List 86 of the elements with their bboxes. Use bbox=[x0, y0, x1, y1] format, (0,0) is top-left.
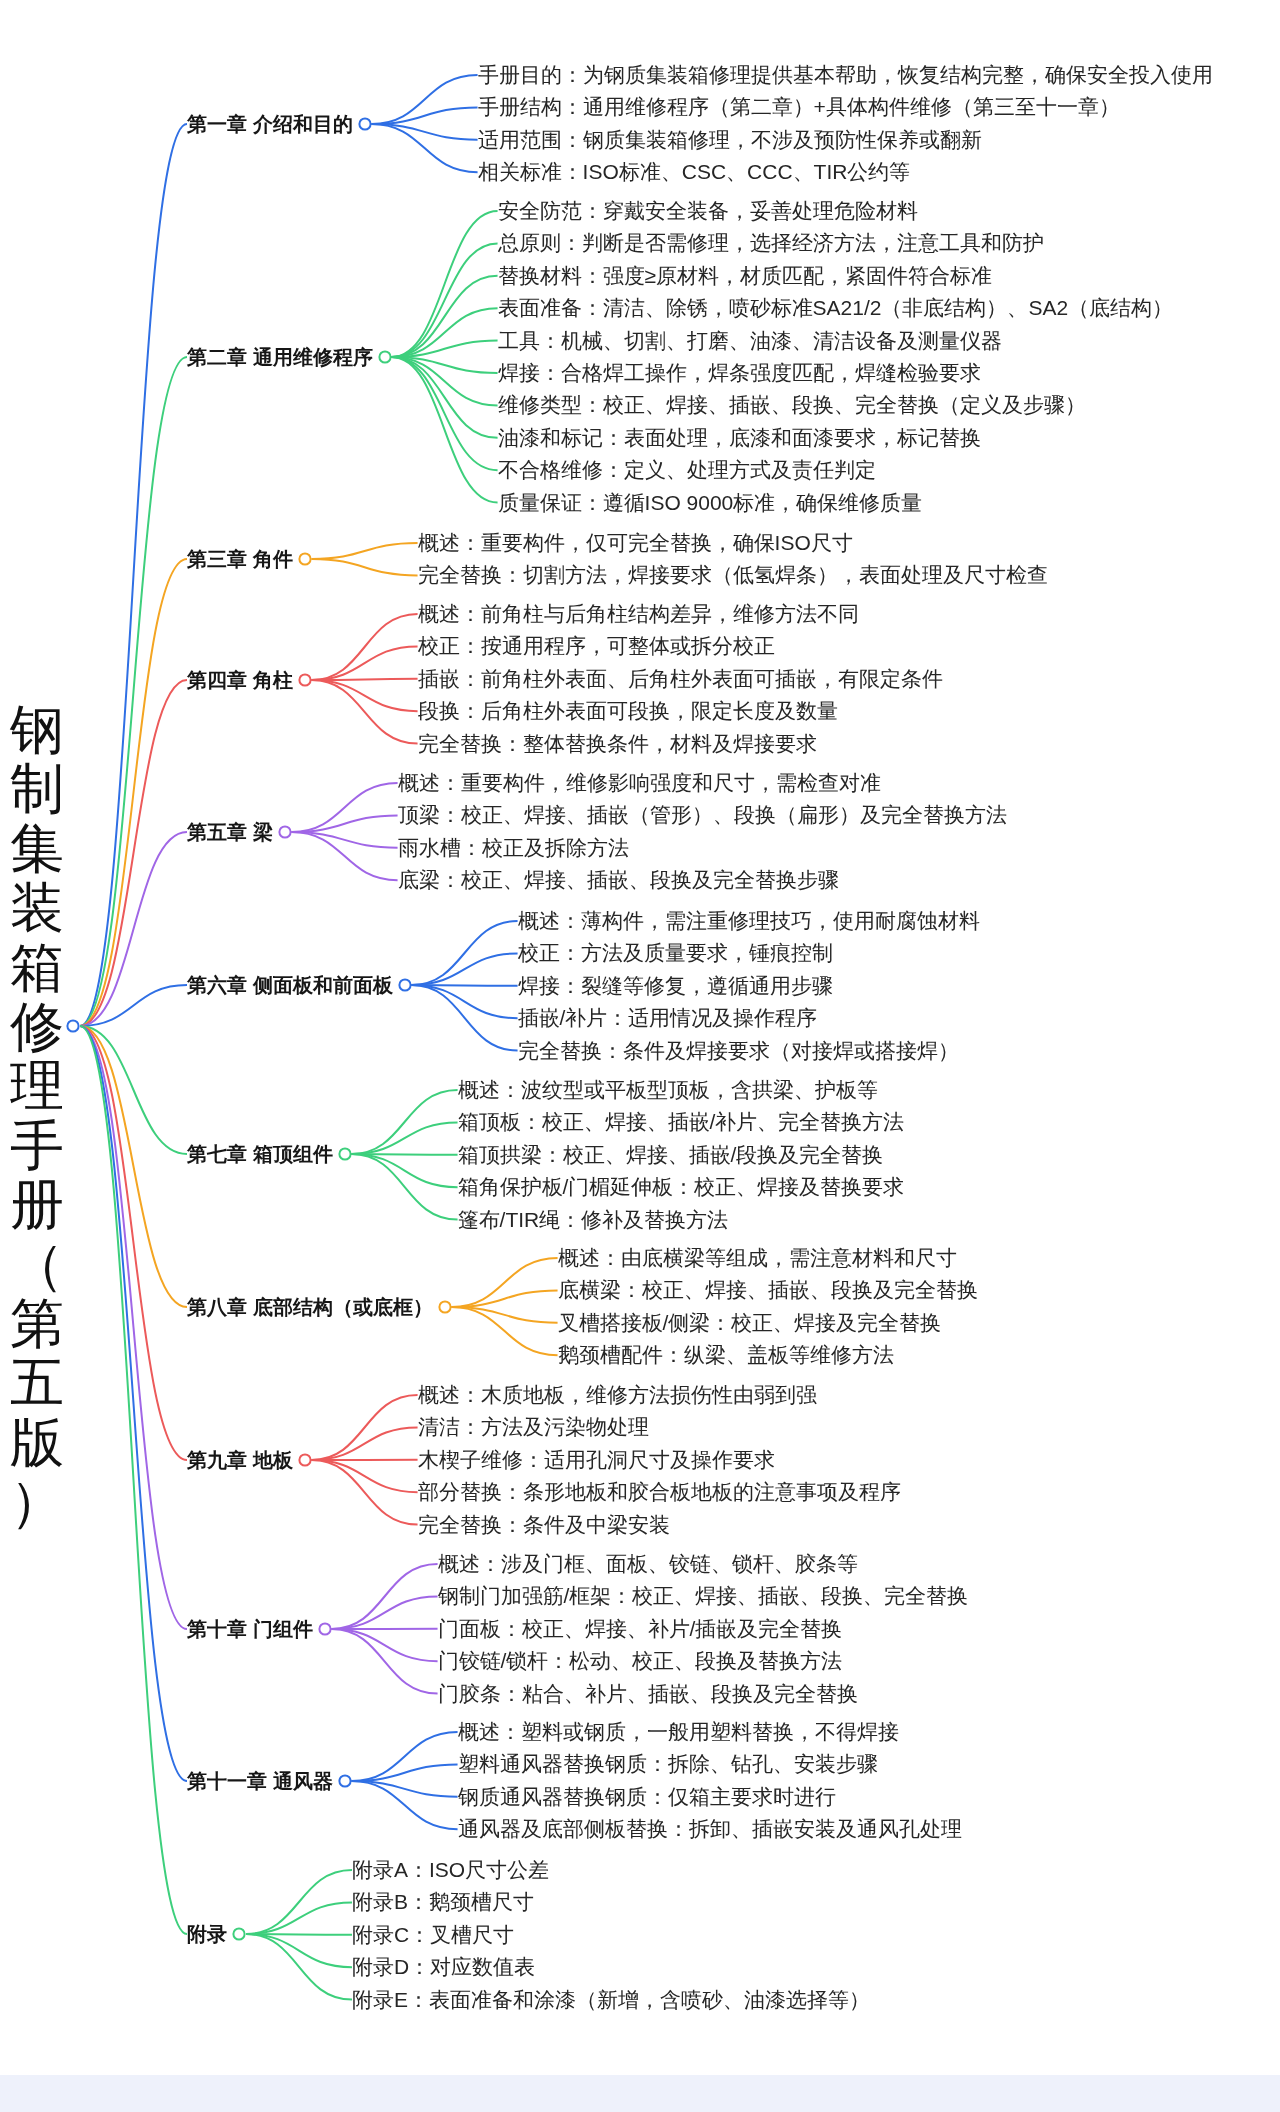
branch-line bbox=[310, 558, 419, 577]
subtopic-text: 附录B：鹅颈槽尺寸 bbox=[352, 1889, 534, 1916]
map-title: 钢制集装箱修理手册（第五版） bbox=[10, 700, 64, 1532]
chapter-heading: 第六章 侧面板和前面板 bbox=[187, 973, 393, 998]
subtopic-text: 总原则：判断是否需修理，选择经济方法，注意工具和防护 bbox=[497, 230, 1044, 257]
subtopic-text: 概述：木质地板，维修方法损伤性由弱到强 bbox=[417, 1382, 817, 1408]
subtopic-text: 安全防范：穿戴安全装备，妥善处理危险材料 bbox=[497, 198, 918, 224]
subtopic-text: 焊接：裂缝等修复，遵循通用步骤 bbox=[517, 972, 833, 999]
branch-line bbox=[350, 1780, 459, 1831]
branch-line bbox=[410, 984, 519, 1052]
branch-line bbox=[310, 679, 419, 745]
subtopic-text: 箱顶拱梁：校正、焊接、插嵌/段换及完全替换 bbox=[457, 1141, 884, 1168]
subtopic-text: 钢质通风器替换钢质：仅箱主要求时进行 bbox=[457, 1783, 836, 1810]
branch-line bbox=[79, 356, 188, 1027]
chapter-heading: 第四章 角柱 bbox=[187, 668, 293, 693]
branch-line bbox=[290, 831, 399, 882]
subtopic-text: 钢制门加强筋/框架：校正、焊接、插嵌、段换、完全替换 bbox=[437, 1583, 969, 1610]
branch-line bbox=[350, 1153, 459, 1221]
subtopic-text: 附录C：叉槽尺寸 bbox=[352, 1921, 515, 1948]
subtopic-text: 适用范围：钢质集装箱修理，不涉及预防性保养或翻新 bbox=[477, 126, 982, 153]
subtopic-text: 完全替换：条件及焊接要求（对接焊或搭接焊） bbox=[517, 1037, 959, 1064]
subtopic-text: 焊接：合格焊工操作，焊条强度匹配，焊缝检验要求 bbox=[497, 360, 981, 386]
subtopic-text: 完全替换：条件及中梁安装 bbox=[417, 1511, 670, 1538]
chapter-heading: 第一章 介绍和目的 bbox=[187, 112, 353, 137]
chapter-heading: 第十一章 通风器 bbox=[187, 1769, 333, 1794]
branch-line bbox=[450, 1306, 559, 1357]
subtopic-text: 手册目的：为钢质集装箱修理提供基本帮助，恢复结构完整，确保安全投入使用 bbox=[477, 62, 1213, 88]
subtopic-text: 附录D：对应数值表 bbox=[352, 1954, 536, 1981]
subtopic-text: 维修类型：校正、焊接、插嵌、段换、完全替换（定义及步骤） bbox=[497, 392, 1086, 419]
branch-line bbox=[245, 1933, 353, 2001]
subtopic-text: 工具：机械、切割、打磨、油漆、清洁设备及测量仪器 bbox=[497, 327, 1002, 354]
subtopic-text: 概述：重要构件，维修影响强度和尺寸，需检查对准 bbox=[397, 770, 881, 796]
branch-line bbox=[390, 356, 499, 504]
subtopic-text: 门胶条：粘合、补片、插嵌、段换及完全替换 bbox=[437, 1680, 858, 1707]
subtopic-text: 表面准备：清洁、除锈，喷砂标准SA21/2（非底结构）、SA2（底结构） bbox=[497, 295, 1174, 322]
subtopic-text: 通风器及底部侧板替换：拆卸、插嵌安装及通风孔处理 bbox=[457, 1816, 962, 1843]
subtopic-text: 底梁：校正、焊接、插嵌、段换及完全替换步骤 bbox=[397, 867, 839, 894]
chapter-heading: 第二章 通用维修程序 bbox=[187, 345, 373, 370]
subtopic-text: 附录A：ISO尺寸公差 bbox=[352, 1857, 550, 1883]
subtopic-text: 鹅颈槽配件：纵梁、盖板等维修方法 bbox=[557, 1342, 894, 1369]
branch-line bbox=[310, 1459, 419, 1526]
subtopic-text: 概述：重要构件，仅可完全替换，确保ISO尺寸 bbox=[417, 530, 853, 556]
branch-line bbox=[79, 1025, 188, 1630]
chapter-heading: 附录 bbox=[187, 1922, 227, 1947]
chapter-heading: 第八章 底部结构（或底框） bbox=[187, 1295, 433, 1320]
subtopic-text: 概述：塑料或钢质，一般用塑料替换，不得焊接 bbox=[457, 1719, 899, 1745]
subtopic-text: 完全替换：整体替换条件，材料及焊接要求 bbox=[417, 730, 817, 757]
subtopic-text: 概述：涉及门框、面板、铰链、锁杆、胶条等 bbox=[437, 1551, 858, 1577]
subtopic-text: 相关标准：ISO标准、CSC、CCC、TIR公约等 bbox=[477, 159, 911, 186]
subtopic-text: 底横梁：校正、焊接、插嵌、段换及完全替换 bbox=[557, 1277, 978, 1304]
chapter-heading: 第五章 梁 bbox=[187, 820, 273, 845]
chapter-heading: 第七章 箱顶组件 bbox=[187, 1142, 333, 1167]
branch-line bbox=[330, 1628, 439, 1695]
subtopic-text: 木楔子维修：适用孔洞尺寸及操作要求 bbox=[417, 1446, 775, 1473]
subtopic-text: 校正：方法及质量要求，锤痕控制 bbox=[517, 940, 833, 967]
branch-line bbox=[79, 1025, 188, 1935]
subtopic-text: 插嵌：前角柱外表面、后角柱外表面可插嵌，有限定条件 bbox=[417, 665, 943, 692]
subtopic-text: 塑料通风器替换钢质：拆除、钻孔、安装步骤 bbox=[457, 1751, 878, 1778]
subtopic-text: 概述：前角柱与后角柱结构差异，维修方法不同 bbox=[417, 601, 859, 627]
subtopic-text: 雨水槽：校正及拆除方法 bbox=[397, 834, 629, 861]
subtopic-text: 油漆和标记：表面处理，底漆和面漆要求，标记替换 bbox=[497, 424, 981, 451]
subtopic-text: 质量保证：遵循ISO 9000标准，确保维修质量 bbox=[497, 489, 923, 516]
subtopic-text: 箱顶板：校正、焊接、插嵌/补片、完全替换方法 bbox=[457, 1109, 905, 1136]
subtopic-text: 门面板：校正、焊接、补片/插嵌及完全替换 bbox=[437, 1615, 843, 1642]
subtopic-text: 概述：薄构件，需注重修理技巧，使用耐腐蚀材料 bbox=[517, 908, 980, 934]
subtopic-text: 完全替换：切割方法，焊接要求（低氢焊条），表面处理及尺寸检查 bbox=[417, 562, 1048, 589]
subtopic-text: 清洁：方法及污染物处理 bbox=[417, 1414, 649, 1441]
subtopic-text: 插嵌/补片：适用情况及操作程序 bbox=[517, 1005, 818, 1032]
subtopic-text: 段换：后角柱外表面可段换，限定长度及数量 bbox=[417, 698, 838, 725]
subtopic-text: 叉槽搭接板/侧梁：校正、焊接及完全替换 bbox=[557, 1309, 942, 1336]
chapter-heading: 第十章 门组件 bbox=[187, 1617, 313, 1642]
branch-line bbox=[370, 123, 479, 174]
subtopic-text: 概述：波纹型或平板型顶板，含拱梁、护板等 bbox=[457, 1077, 878, 1103]
subtopic-text: 部分替换：条形地板和胶合板地板的注意事项及程序 bbox=[417, 1479, 901, 1506]
subtopic-text: 箱角保护板/门楣延伸板：校正、焊接及替换要求 bbox=[457, 1174, 905, 1201]
subtopic-text: 门铰链/锁杆：松动、校正、段换及替换方法 bbox=[437, 1648, 843, 1675]
subtopic-text: 不合格维修：定义、处理方式及责任判定 bbox=[497, 457, 876, 484]
subtopic-text: 篷布/TIR绳：修补及替换方法 bbox=[457, 1206, 729, 1233]
chapter-heading: 第九章 地板 bbox=[187, 1448, 293, 1473]
subtopic-text: 顶梁：校正、焊接、插嵌（管形）、段换（扁形）及完全替换方法 bbox=[397, 802, 1007, 829]
subtopic-text: 概述：由底横梁等组成，需注意材料和尺寸 bbox=[557, 1245, 957, 1271]
subtopic-text: 手册结构：通用维修程序（第二章）+具体构件维修（第三至十一章） bbox=[477, 94, 1120, 121]
subtopic-text: 替换材料：强度≥原材料，材质匹配，紧固件符合标准 bbox=[497, 262, 993, 289]
subtopic-text: 校正：按通用程序，可整体或拆分校正 bbox=[417, 633, 775, 660]
chapter-heading: 第三章 角件 bbox=[187, 547, 293, 572]
subtopic-text: 附录E：表面准备和涂漆（新增，含喷砂、油漆选择等） bbox=[352, 1986, 870, 2013]
